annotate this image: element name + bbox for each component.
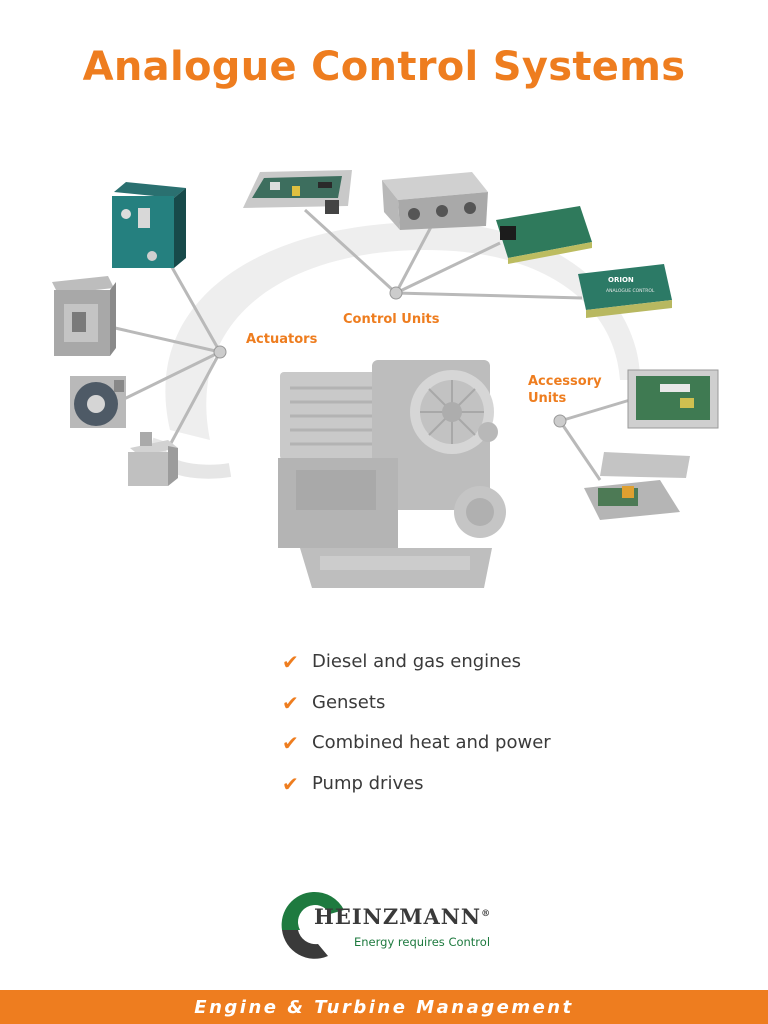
checkmark-icon: ✔	[282, 650, 299, 674]
orion-panel-text: ANALOGUE CONTROL	[606, 288, 655, 294]
list-item: ✔ Gensets	[282, 691, 551, 732]
background-arc	[165, 221, 640, 440]
engine-image	[278, 360, 506, 588]
control-unit-pcb-image	[243, 170, 352, 214]
accessory-label-line2: Units	[528, 391, 567, 406]
accessory-label-line1: Accessory	[528, 374, 602, 389]
checkmark-icon: ✔	[282, 771, 299, 796]
control-unit-orion-panel-image: ORION ANALOGUE CONTROL	[578, 264, 672, 318]
list-item: ✔ Combined heat and power	[282, 731, 551, 772]
page-title: Analogue Control Systems	[82, 44, 686, 90]
actuator-small-image	[128, 432, 178, 486]
system-diagram: ORION ANALOGUE CONTROL	[52, 170, 719, 588]
checkmark-icon: ✔	[282, 690, 299, 715]
actuators-node	[213, 345, 227, 359]
orion-brand-text: ORION	[608, 276, 634, 284]
list-item: ✔ Diesel and gas engines	[282, 650, 551, 691]
control-unit-box-image	[382, 172, 488, 230]
footer-text: Engine & Turbine Management	[194, 996, 574, 1018]
actuator-round-image	[70, 376, 126, 428]
list-item-text: Pump drives	[312, 772, 424, 794]
list-item: ✔ Pump drives	[282, 772, 551, 813]
accessory-units-node	[553, 414, 567, 428]
list-item-text: Combined heat and power	[312, 732, 551, 753]
accessory-unit-open-image	[627, 369, 719, 429]
checkmark-icon: ✔	[282, 731, 299, 755]
list-item-text: Gensets	[312, 691, 386, 713]
logo-swoosh-icon	[281, 891, 344, 959]
list-item-text: Diesel and gas engines	[312, 651, 522, 672]
application-list: ✔ Diesel and gas engines ✔ Gensets ✔ Combin…	[282, 650, 551, 812]
actuators-label: Actuators	[246, 332, 318, 347]
control-units-node	[389, 286, 403, 300]
actuator-teal-image	[112, 182, 186, 268]
registered-mark: ®	[481, 909, 492, 919]
accessory-units-label: Accessory Units	[528, 373, 602, 407]
footer-bar: Engine & Turbine Management	[0, 990, 768, 1024]
control-unit-green-card-image	[496, 206, 592, 264]
control-units-label: Control Units	[343, 312, 440, 327]
logo-tagline: Energy requires Control	[354, 935, 491, 949]
logo-brand-name: HEINZMANN	[314, 904, 482, 929]
heinzmann-logo: HEINZMANN® Energy requires Control	[278, 890, 498, 960]
accessory-unit-lid-image	[584, 452, 690, 520]
actuator-grey-box-image	[52, 276, 116, 356]
connector-lines	[114, 208, 631, 481]
logo-brand-text: HEINZMANN®	[314, 904, 491, 929]
